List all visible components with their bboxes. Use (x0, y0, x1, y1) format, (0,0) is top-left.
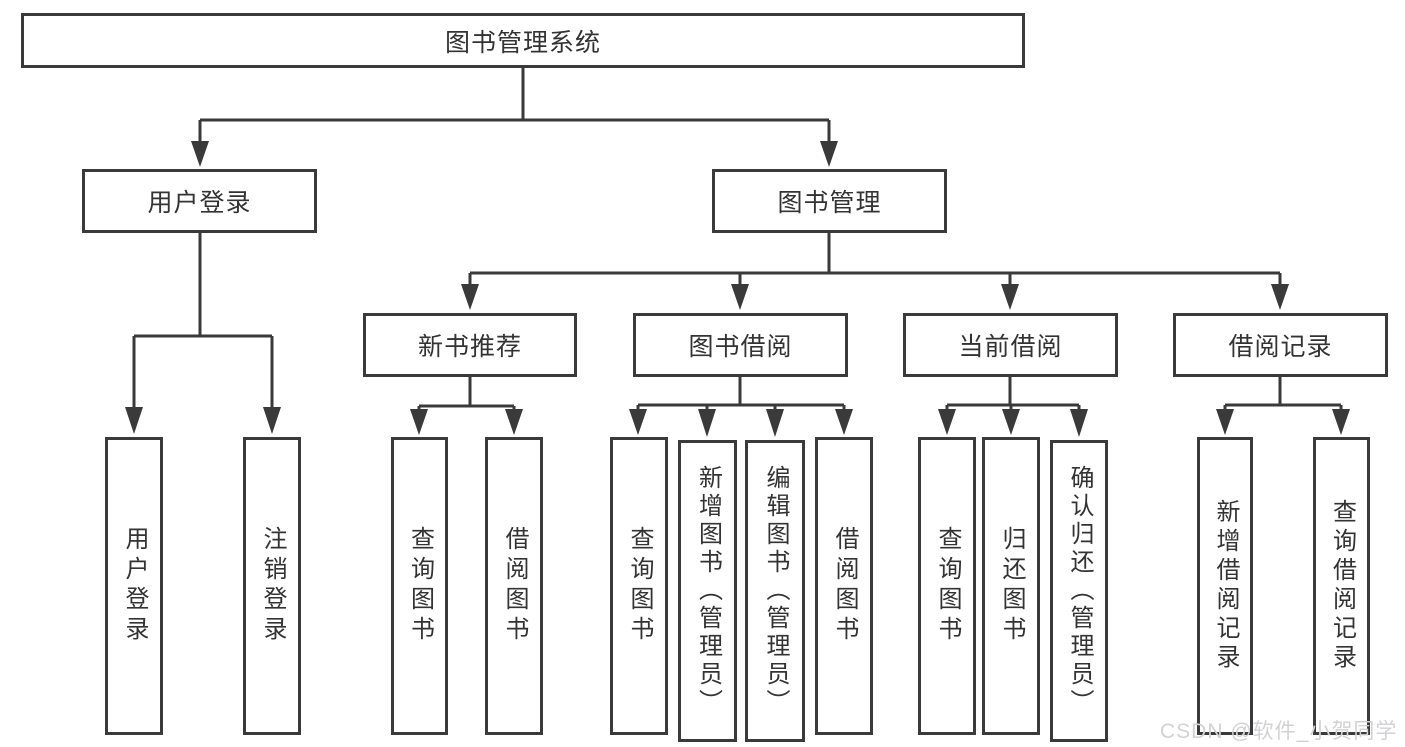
node-current-borrow: 当前借阅 (903, 313, 1118, 377)
node-book-management: 图书管理 (712, 169, 947, 233)
node-user-login: 用户登录 (82, 169, 317, 233)
csdn-watermark: CSDN @软件_小贺同学 (1160, 720, 1398, 743)
node-library-management-system: 图书管理系统 (21, 13, 1025, 68)
leaf-add-borrow-record: 新增借阅记录 (1197, 437, 1253, 735)
leaf-borrow-books-1: 借阅图书 (485, 437, 543, 735)
leaf-logout: 注销登录 (243, 437, 301, 735)
leaf-return-books: 归还图书 (982, 437, 1040, 735)
node-book-borrow: 图书借阅 (633, 313, 848, 377)
leaf-query-books-1: 查询图书 (391, 437, 448, 735)
node-new-book-recommend: 新书推荐 (363, 313, 577, 377)
node-borrow-records: 借阅记录 (1173, 313, 1388, 377)
leaf-borrow-books-2: 借阅图书 (815, 437, 873, 735)
leaf-user-login: 用户登录 (105, 437, 163, 735)
leaf-query-borrow-record: 查询借阅记录 (1313, 437, 1370, 735)
leaf-add-books-admin: 新增图书（管理员） (678, 440, 737, 742)
leaf-edit-books-admin: 编辑图书（管理员） (745, 440, 805, 742)
leaf-query-books-2: 查询图书 (610, 437, 668, 735)
leaf-query-books-3: 查询图书 (918, 437, 976, 735)
leaf-confirm-return-admin: 确认归还（管理员） (1050, 440, 1108, 742)
